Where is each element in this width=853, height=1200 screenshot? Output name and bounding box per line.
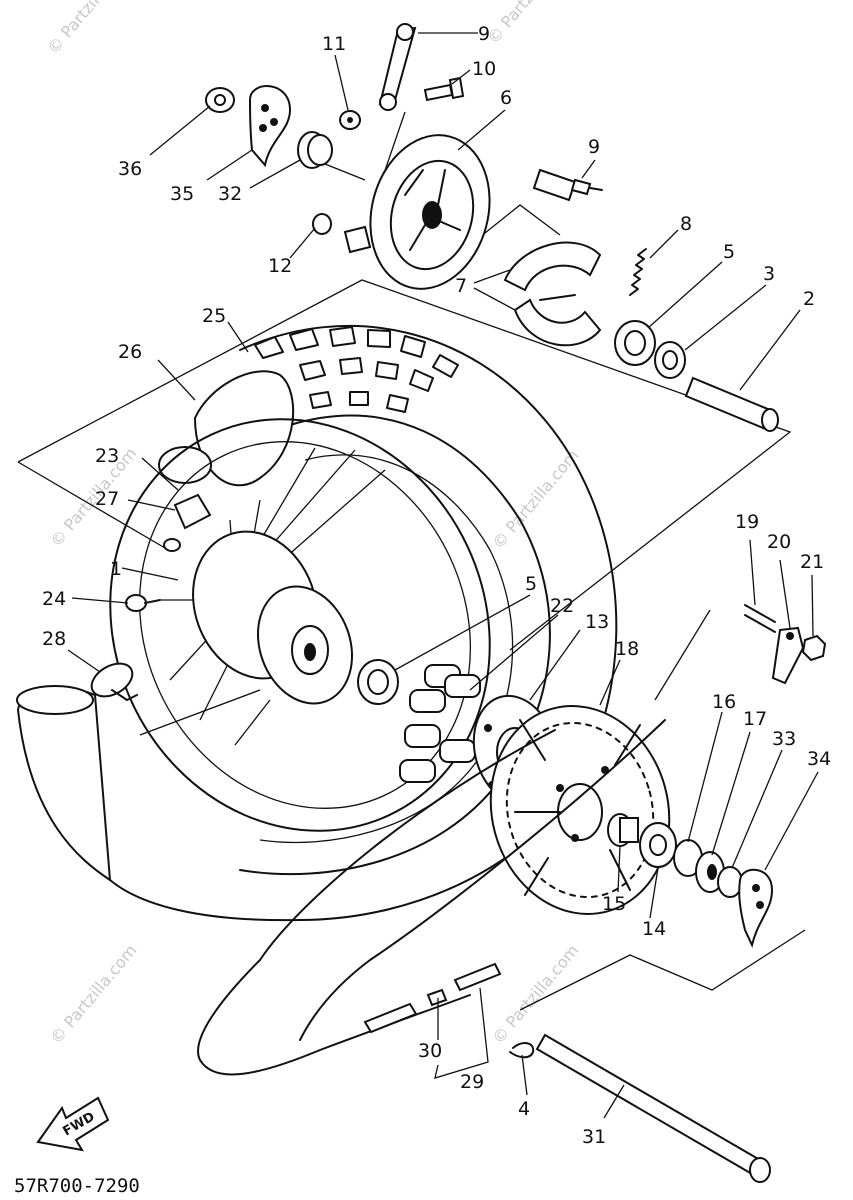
bearing-5-upper: [614, 320, 656, 366]
watermark: © Partzilla.com: [489, 941, 583, 1048]
nut-37: [205, 87, 235, 113]
brake-shoes-7: [503, 241, 602, 347]
callout-6: 6: [500, 87, 512, 109]
callout-11: 10: [472, 58, 496, 80]
guide-lines: [17, 111, 806, 1011]
callout-36: 35: [170, 183, 194, 205]
leader-lines: [67, 32, 819, 1119]
callout-24: 23: [95, 445, 119, 467]
callout-37: 36: [118, 158, 142, 180]
spacer-2: [684, 376, 779, 432]
callout-34: 33: [772, 728, 796, 750]
callout-5-lower: 5: [525, 573, 537, 595]
callouts: 9 10 11 6 9 10 9 9 9 9 9 9 9 9 9 9 9 8 5…: [42, 23, 831, 1148]
callout-18: 17: [743, 708, 767, 730]
watermark: © Partzilla.com: [44, 0, 138, 58]
brake-panel-6: [343, 134, 491, 290]
callout-8: 8: [680, 213, 692, 235]
nut-12: [339, 110, 361, 130]
spring-8: [629, 248, 647, 296]
callout-5-upper: 5: [723, 241, 735, 263]
callout-35: 34: [807, 748, 831, 770]
tube-29: [90, 662, 138, 701]
callout-3: 3: [763, 263, 775, 285]
oil-seal-3: [654, 341, 686, 379]
collar-33: [297, 131, 333, 169]
clip-4: [509, 1042, 535, 1059]
sprocket-35: [738, 868, 774, 949]
callout-19: 18: [615, 638, 639, 660]
plate-21: [771, 626, 805, 685]
watermark: © Partzilla.com: [484, 0, 578, 48]
rear-axle-32: [535, 1033, 771, 1183]
tube-valve-24-28: [163, 493, 212, 552]
callout-15: 14: [642, 918, 666, 940]
stud-20: [744, 604, 776, 633]
wheel-hub: [192, 530, 354, 705]
callout-22: 21: [800, 551, 824, 573]
watermark: © Partzilla.com: [47, 444, 141, 551]
callout-33: 32: [218, 183, 242, 205]
nut-22: [801, 634, 827, 662]
callout-13: 12: [268, 255, 292, 277]
callout-14: 13: [585, 611, 609, 633]
callout-12: 11: [322, 33, 346, 55]
callout-32: 31: [582, 1126, 606, 1148]
callout-30: 29: [460, 1071, 484, 1093]
sprocket-36: [248, 85, 292, 168]
callout-31: 30: [418, 1040, 442, 1062]
callout-7: 7: [455, 275, 467, 297]
callout-21: 20: [767, 531, 791, 553]
collar-16: [607, 813, 639, 847]
callout-23: 22: [550, 595, 574, 617]
camshaft-9: [532, 168, 603, 202]
callout-1: 1: [110, 558, 122, 580]
callout-28: 27: [95, 488, 119, 510]
bearing-15: [639, 822, 677, 868]
bearing-5-lower: [357, 659, 399, 705]
callout-25: 24: [42, 588, 66, 610]
callout-26: 25: [202, 305, 226, 327]
callout-16: 15: [602, 893, 626, 915]
callout-4: 4: [518, 1098, 530, 1120]
watermark: © Partzilla.com: [489, 446, 583, 553]
drive-chain-30: [197, 719, 666, 1076]
callout-20: 19: [735, 511, 759, 533]
callout-27: 26: [118, 341, 142, 363]
watermark: © Partzilla.com: [47, 941, 141, 1048]
nipple-25: [125, 594, 161, 612]
callout-17: 16: [712, 691, 736, 713]
diagram-code: 57R700-7290: [14, 1175, 140, 1197]
damper-23: [399, 664, 481, 783]
callout-2: 2: [803, 288, 815, 310]
callout-29: 28: [42, 628, 66, 650]
bolt-11: [423, 76, 465, 102]
nut-13: [312, 213, 332, 235]
tread-pattern: [254, 326, 459, 413]
brake-rod-10: [378, 23, 417, 111]
forward-arrow-icon: FWD: [36, 1096, 110, 1152]
callout-9: 9: [588, 136, 600, 158]
callout-10: 9: [478, 23, 490, 45]
